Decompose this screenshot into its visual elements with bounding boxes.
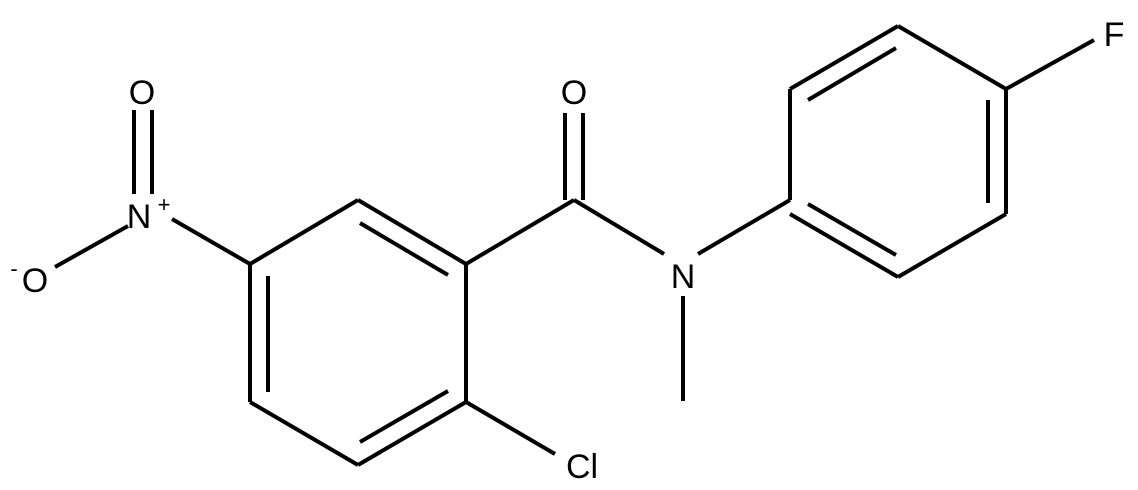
bond-ring-carbonyl <box>464 198 576 266</box>
bond-aryl-fluorine <box>1005 38 1095 91</box>
atom-o-nitro-minus: O <box>22 262 48 300</box>
bond-ring-d <box>248 400 360 467</box>
atom-n-amide: N <box>671 258 696 296</box>
bond-n-aryl <box>696 198 792 256</box>
atom-o-carbonyl: O <box>561 74 587 112</box>
bond-aryl-f <box>788 212 900 279</box>
benzamide-ring <box>248 198 468 467</box>
bond-nitro-o-single <box>54 224 129 269</box>
bond-aryl-c <box>896 24 1008 91</box>
atom-cl: Cl <box>566 448 598 486</box>
bond-ring-c-inner <box>358 389 450 444</box>
atom-f: F <box>1104 16 1125 54</box>
bond-ring-a <box>356 198 468 266</box>
bond-aryl-b <box>788 24 900 91</box>
atom-n-nitro: N <box>127 198 152 236</box>
bond-ring-c <box>356 400 468 467</box>
bond-aryl-f-inner <box>806 202 898 257</box>
bond-ring-f <box>248 198 360 266</box>
bond-aryl-e <box>896 212 1008 279</box>
charge-plus: + <box>158 192 171 217</box>
bond-ring-chlorine <box>464 400 557 456</box>
bond-aryl-b-inner <box>806 46 898 102</box>
atom-o-nitro-top: O <box>129 74 155 112</box>
bond-ring-a-inner <box>358 221 450 277</box>
fluorophenyl-ring <box>788 24 1008 279</box>
bond-carbonyl-n <box>572 198 666 256</box>
charge-minus: - <box>10 256 17 281</box>
bond-ring-nitro <box>171 217 251 266</box>
